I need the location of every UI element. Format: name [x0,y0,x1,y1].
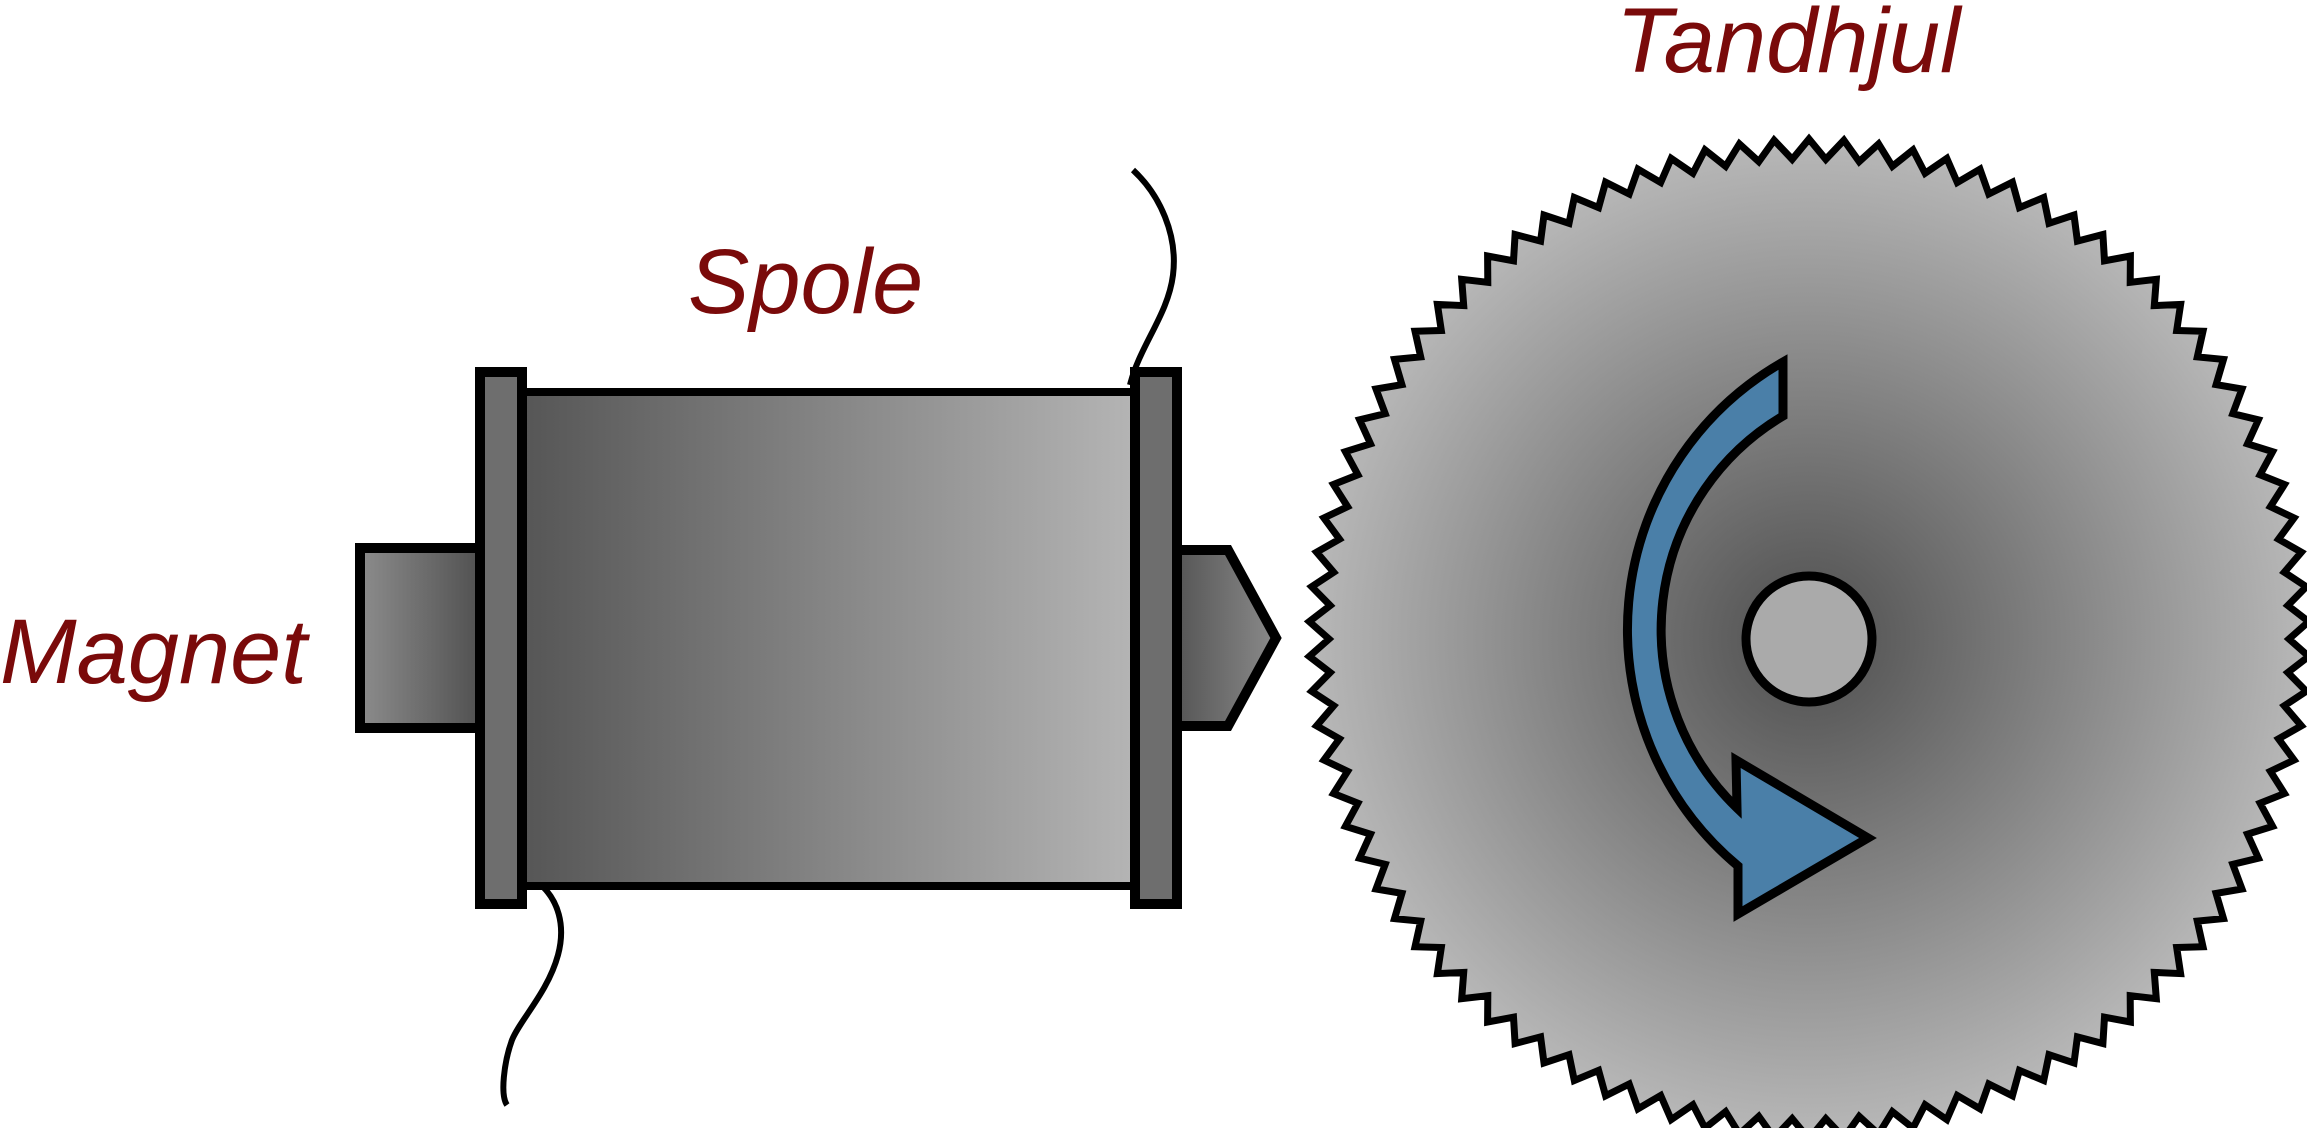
coil-flange-right [1130,367,1182,909]
magnet-label: Magnet [0,601,310,703]
coil-wire-top [1127,167,1177,386]
coil-body [514,388,1142,890]
magnet-right-tip [1170,545,1282,731]
gear-label: Tandhjul [1616,0,1963,92]
gear [1303,133,2307,1128]
coil-flange-left [475,367,527,909]
coil-wire-bottom [500,881,565,1107]
rotation-arrow [1623,354,1877,922]
coil-label: Spole [688,231,923,333]
gear-hub [1741,571,1877,707]
magnet-left [355,543,489,733]
